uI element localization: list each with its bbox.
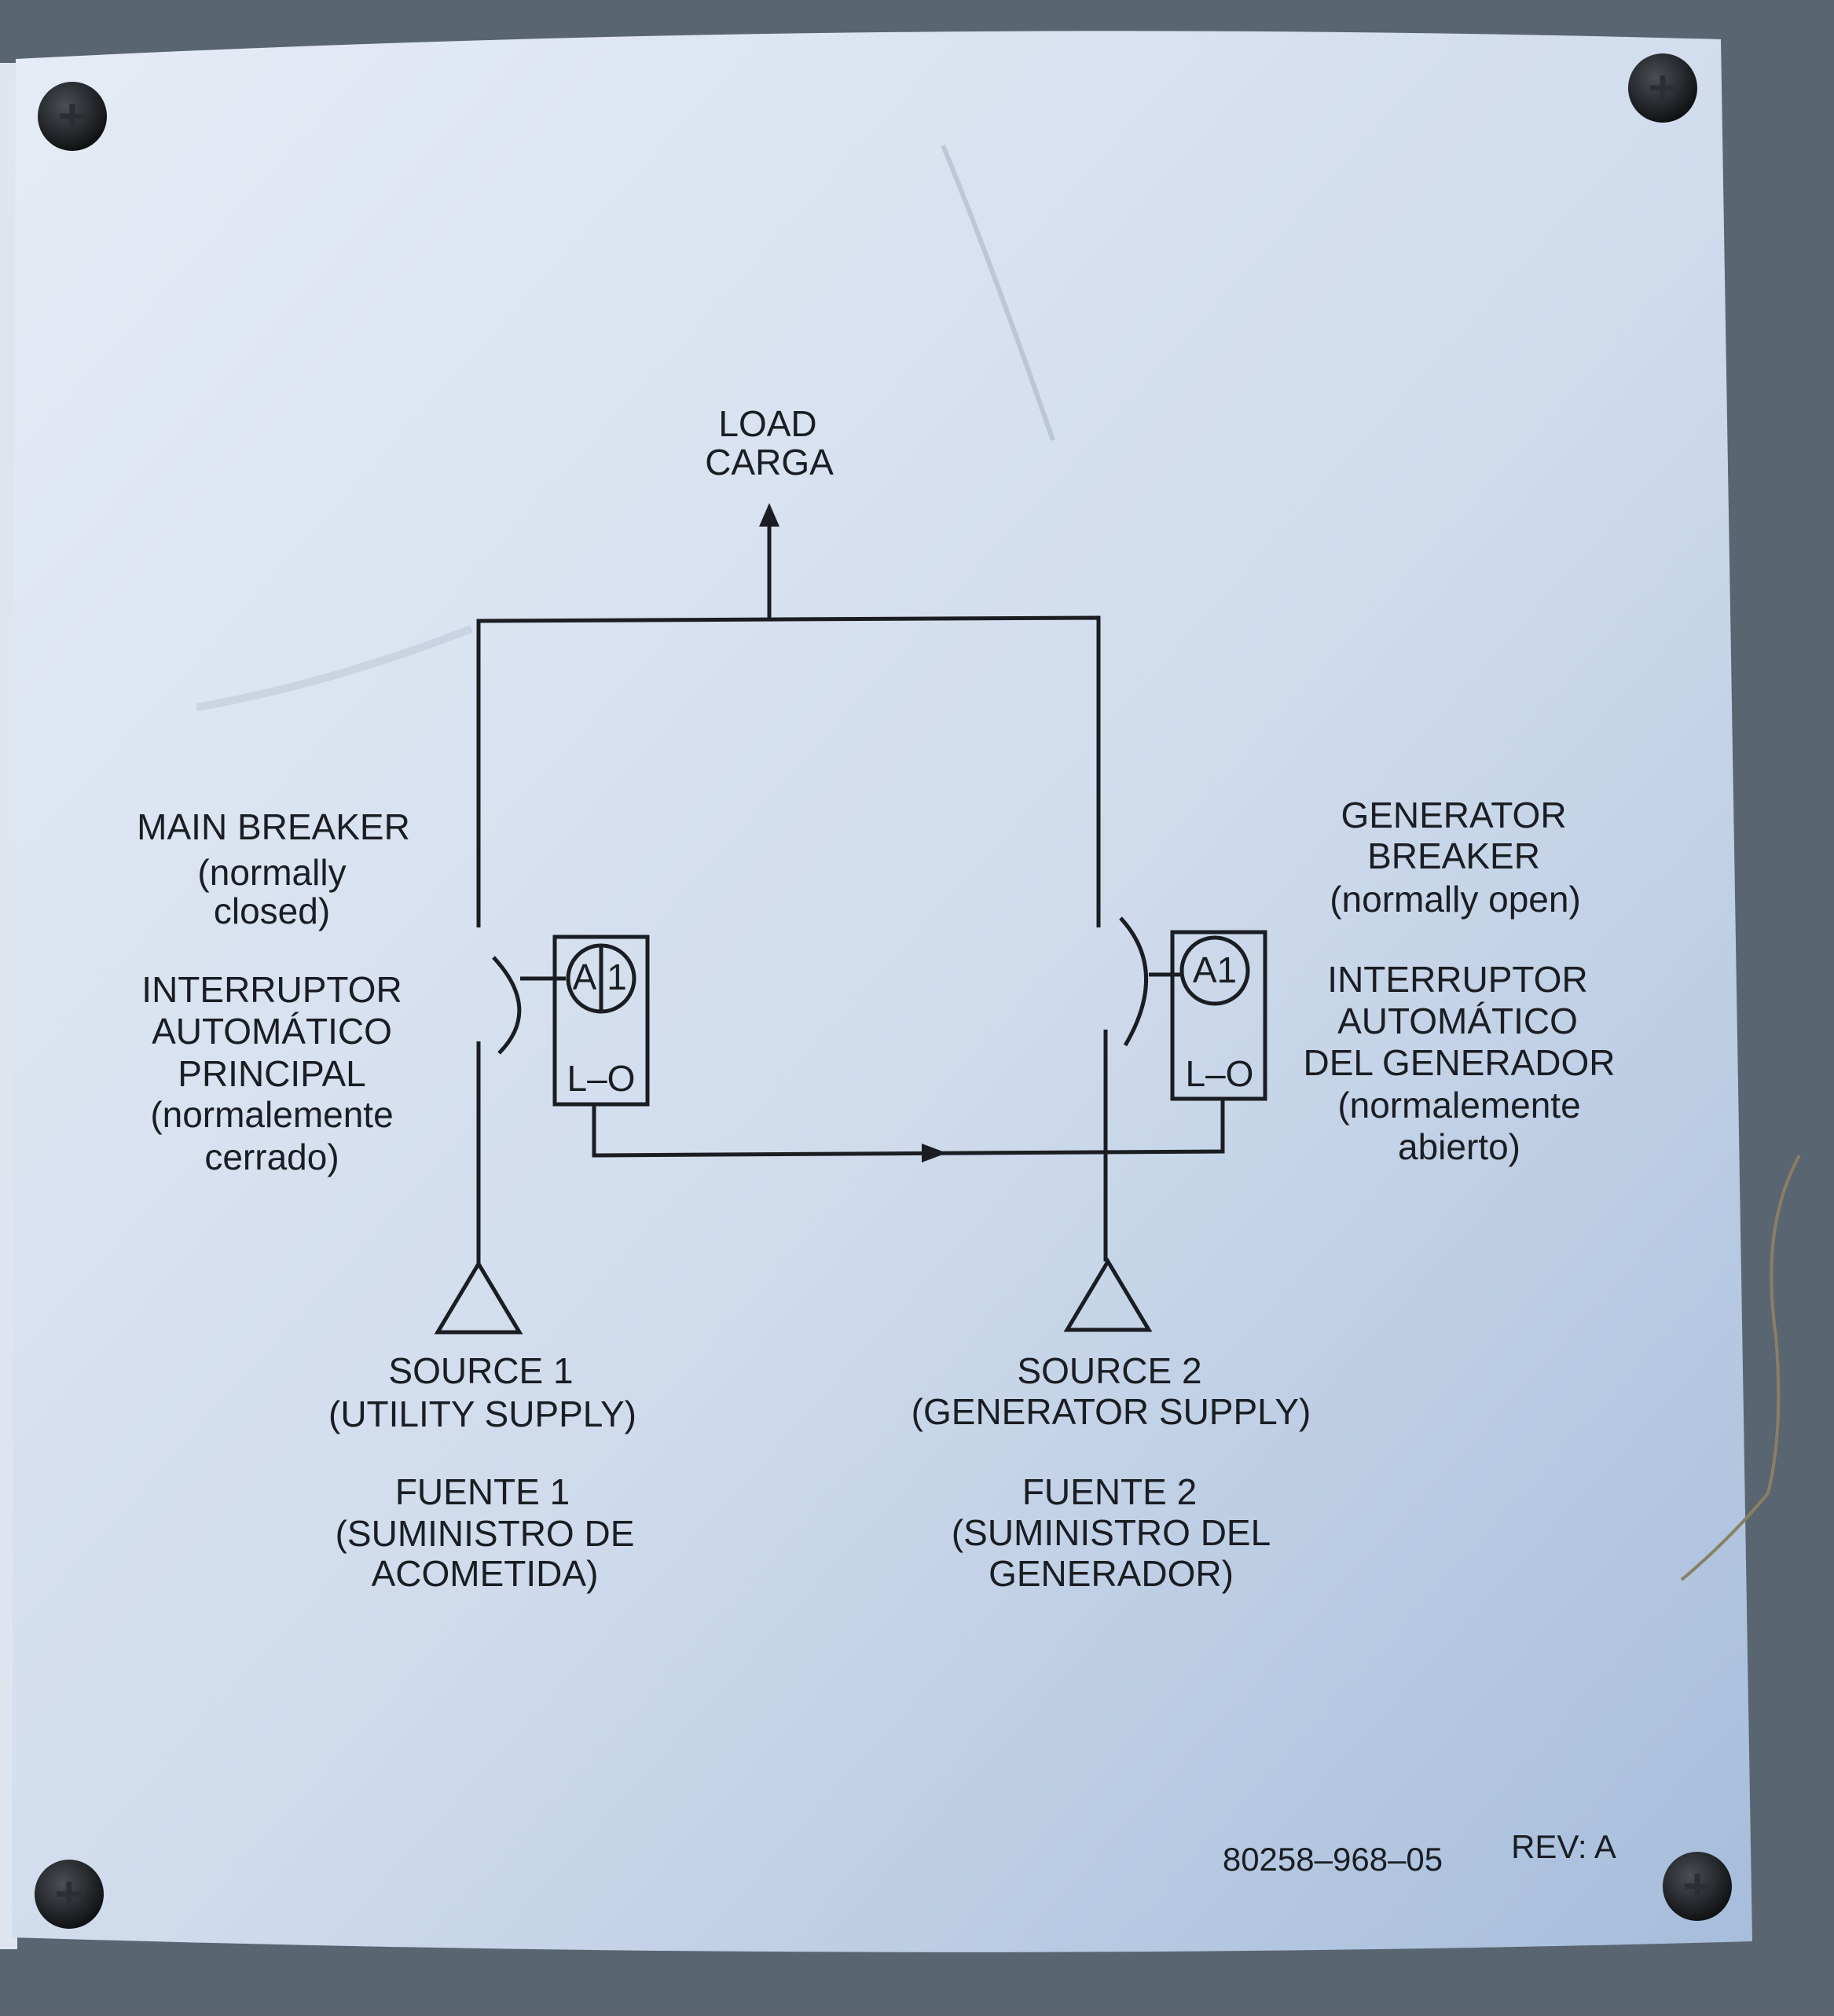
fuente1-description-2: ACOMETIDA) [372,1553,599,1594]
source1-description: (UTILITY SUPPLY) [328,1394,636,1434]
main-lockout-relay-box [552,935,650,1107]
main-breaker-state-1: (normally [197,852,346,893]
revision: REV: A [1511,1828,1616,1865]
fuente1-label: FUENTE 1 [395,1471,570,1512]
interruptor-generador-2: AUTOMÁTICO [1337,1001,1578,1041]
label-plate [12,31,1752,1952]
carga-label: CARGA [705,442,834,483]
screw-top-right [1628,53,1697,123]
main-relay-coil [566,943,636,1014]
fuente2-description-1: (SUMINISTRO DEL [952,1512,1271,1553]
load-bus [476,615,1101,927]
interruptor-generador-1: INTERRUPTOR [1327,959,1587,1000]
interruptor-principal-state-2: cerrado) [204,1137,339,1177]
fuente2-description-2: GENERADOR) [989,1553,1234,1594]
interlock-arrowhead [922,1144,947,1162]
source2-description: (GENERATOR SUPPLY) [911,1391,1311,1432]
generator-relay-coil [1179,935,1250,1006]
load-label: LOAD [718,403,816,444]
source2-triangle [1063,1258,1153,1332]
generator-lockout-relay-box [1170,930,1267,1101]
screw-bottom-left [35,1860,104,1929]
main-lockout-label: L–O [567,1058,636,1099]
dirt-smudge [941,144,1055,441]
interruptor-generador-state-1: (normalemente [1337,1085,1580,1126]
main-relay-digit: 1 [607,957,627,997]
load-arrowhead [759,503,779,527]
generator-breaker-title-1: GENERATOR [1341,795,1566,835]
fuente1-description-1: (SUMINISTRO DE [336,1513,635,1554]
interruptor-generador-state-2: abierto) [1398,1126,1520,1167]
interruptor-principal-state-1: (normalemente [150,1094,393,1135]
source1-label: SOURCE 1 [388,1350,573,1391]
source2-label: SOURCE 2 [1017,1350,1201,1391]
fuente2-label: FUENTE 2 [1022,1471,1197,1512]
interruptor-generador-3: DEL GENERADOR [1303,1042,1615,1083]
screw-bottom-right [1663,1852,1732,1921]
screw-top-left [38,82,107,151]
generator-relay-label: A1 [1193,949,1237,990]
main-breaker-contact [492,956,522,1055]
interlock-line [592,1099,1225,1158]
stray-fiber [1680,1155,1801,1581]
main-breaker-title: MAIN BREAKER [137,806,410,847]
interruptor-principal-2: AUTOMÁTICO [152,1011,392,1052]
main-breaker-state-2: closed) [214,890,330,931]
circuit-lines [434,519,1267,1335]
generator-breaker-state: (normally open) [1330,879,1581,920]
interruptor-principal-3: PRINCIPAL [178,1053,365,1094]
interruptor-principal-1: INTERRUPTOR [141,969,402,1010]
source1-triangle [434,1260,523,1335]
dirt-smudge [196,625,473,711]
generator-lockout-label: L–O [1186,1053,1254,1094]
generator-breaker-contact [1119,916,1148,1047]
generator-breaker-title-2: BREAKER [1367,835,1540,876]
main-relay-letter: A [573,957,597,997]
part-number: 80258–968–05 [1223,1841,1443,1878]
